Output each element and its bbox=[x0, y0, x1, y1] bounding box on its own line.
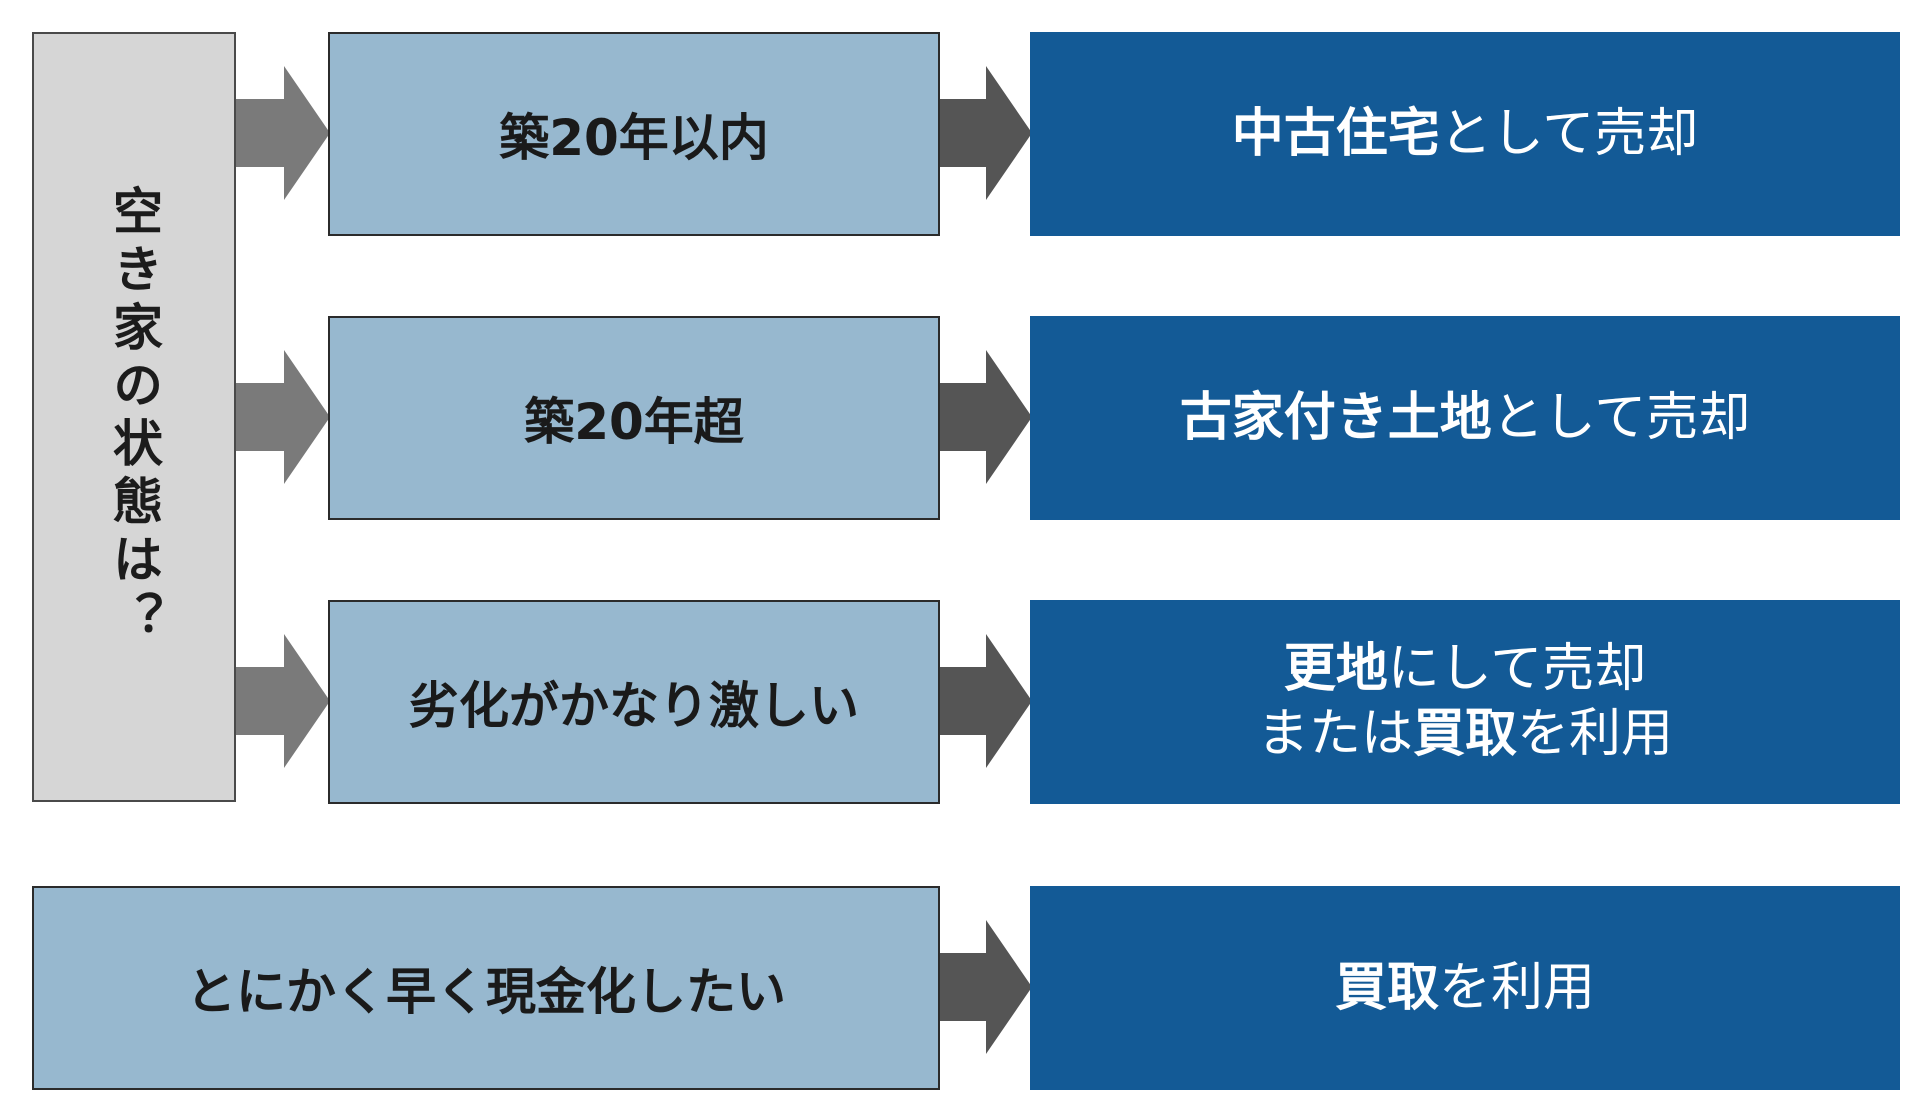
condition-box-3: 劣化がかなり激しい bbox=[328, 600, 940, 804]
result-text: または bbox=[1256, 704, 1413, 764]
result-box-3: 更地にして売却 または買取を利用 bbox=[1030, 600, 1900, 804]
condition-box-1: 築20年以内 bbox=[328, 32, 940, 236]
result-text-bold: 古家付き土地 bbox=[1179, 387, 1492, 448]
arrow-icon bbox=[236, 634, 330, 768]
result-text: として売却 bbox=[1491, 387, 1751, 448]
arrow-icon bbox=[940, 350, 1032, 484]
result-line: 中古住宅として売却 bbox=[1232, 102, 1698, 167]
arrow-icon bbox=[236, 350, 330, 484]
result-box-bottom: 買取を利用 bbox=[1030, 886, 1900, 1090]
result-text: を利用 bbox=[1517, 704, 1674, 764]
condition-label: とにかく早く現金化したい bbox=[186, 963, 786, 1021]
result-text-bold: 更地 bbox=[1283, 639, 1388, 699]
condition-box-2: 築20年超 bbox=[328, 316, 940, 520]
result-text-bold: 買取 bbox=[1412, 704, 1517, 764]
condition-box-bottom: とにかく早く現金化したい bbox=[32, 886, 940, 1090]
arrow-icon bbox=[940, 634, 1032, 768]
condition-label: 築20年以内 bbox=[499, 109, 769, 167]
question-box: 空き家の状態は？ bbox=[32, 32, 236, 802]
result-line: または買取を利用 bbox=[1257, 702, 1673, 767]
result-box-2: 古家付き土地として売却 bbox=[1030, 316, 1900, 520]
result-text-bold: 買取 bbox=[1334, 957, 1439, 1018]
arrow-icon bbox=[940, 920, 1032, 1054]
question-text: 空き家の状態は？ bbox=[105, 185, 163, 649]
result-text-bold: 中古住宅 bbox=[1231, 103, 1440, 164]
condition-label: 築20年超 bbox=[524, 393, 744, 451]
result-box-1: 中古住宅として売却 bbox=[1030, 32, 1900, 236]
result-text: にして売却 bbox=[1387, 639, 1647, 699]
result-line: 買取を利用 bbox=[1335, 956, 1595, 1021]
condition-label: 劣化がかなり激しい bbox=[409, 677, 859, 735]
arrow-icon bbox=[236, 66, 330, 200]
arrow-icon bbox=[940, 66, 1032, 200]
result-text: を利用 bbox=[1439, 957, 1596, 1018]
result-line: 更地にして売却 bbox=[1284, 637, 1646, 702]
result-line: 古家付き土地として売却 bbox=[1180, 386, 1750, 451]
result-text: として売却 bbox=[1439, 103, 1699, 164]
